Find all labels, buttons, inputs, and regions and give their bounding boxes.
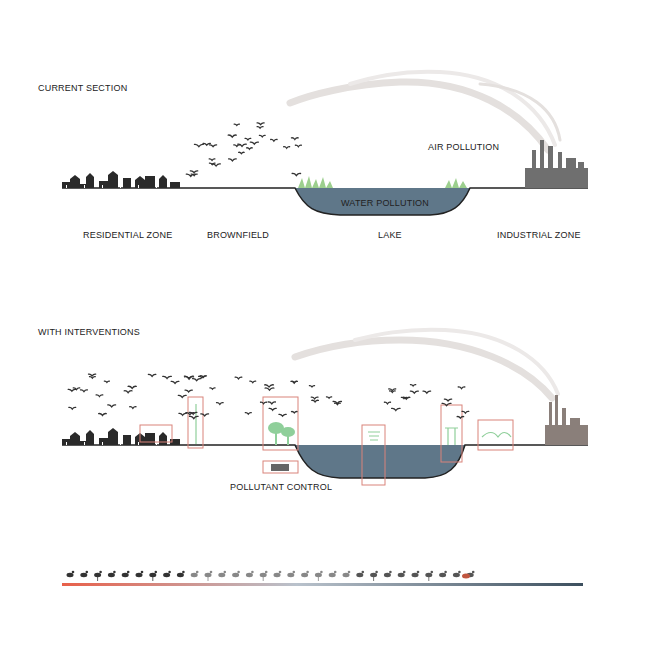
smoke-plume (290, 72, 560, 150)
section-title: WITH INTERVENTIONS (38, 328, 140, 337)
ground-line (62, 188, 588, 215)
zone-label: WATER POLLUTION (341, 199, 429, 208)
factory (525, 140, 588, 188)
zone-label: BROWNFIELD (207, 231, 269, 240)
zone-label: RESIDENTIAL ZONE (83, 231, 172, 240)
intervention-box (140, 397, 513, 485)
bird-flock (68, 123, 469, 419)
intervention-symbols (196, 404, 511, 445)
reeds (298, 176, 467, 188)
zone-label: INDUSTRIAL ZONE (497, 231, 581, 240)
zone-label: AIR POLLUTION (428, 143, 499, 152)
lake-water (295, 445, 465, 478)
filter-block (271, 464, 289, 471)
factory (545, 395, 588, 445)
residential-buildings (62, 171, 180, 188)
section-title: CURRENT SECTION (38, 84, 127, 93)
species-icons (67, 571, 475, 581)
gradient-bar (62, 583, 583, 586)
lake-water (295, 188, 470, 215)
smoke-plume (295, 330, 558, 398)
zone-label: POLLUTANT CONTROL (230, 483, 332, 492)
tree-planting (268, 422, 295, 445)
zone-label: LAKE (378, 231, 402, 240)
